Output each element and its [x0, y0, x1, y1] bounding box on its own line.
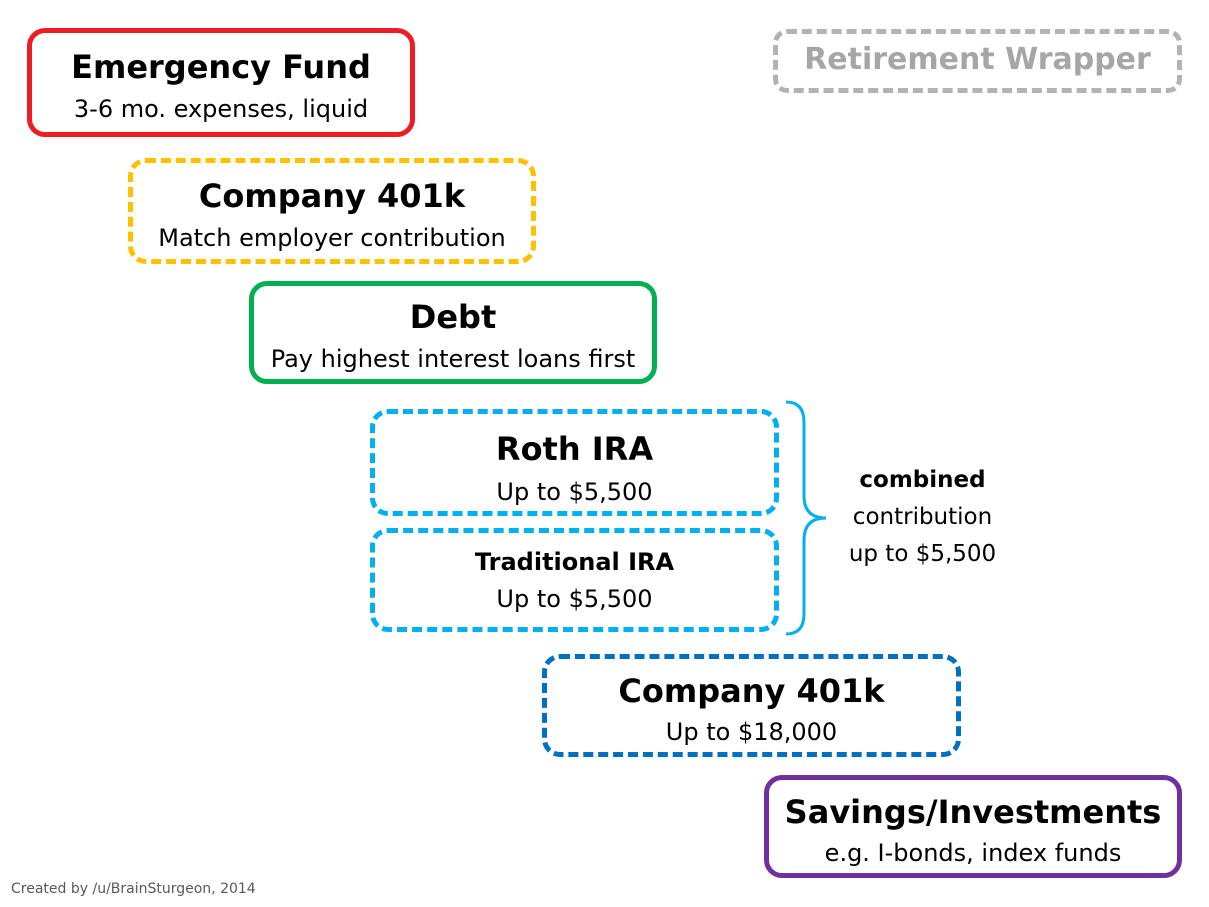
contribution-label: contribution — [852, 504, 993, 530]
step-title: Traditional IRA — [474, 548, 675, 576]
step-subtitle: Up to $5,500 — [496, 585, 653, 613]
step-subtitle: e.g. I-bonds, index funds — [824, 839, 1122, 867]
step-subtitle: Match employer contribution — [158, 224, 506, 252]
step-traditional-ira: Traditional IRA Up to $5,500 — [370, 528, 779, 632]
brace-path — [785, 400, 827, 636]
step-title: Emergency Fund — [71, 48, 371, 86]
step-title: Savings/Investments — [784, 793, 1162, 831]
step-subtitle: 3-6 mo. expenses, liquid — [73, 95, 369, 123]
step-savings-investments: Savings/Investments e.g. I-bonds, index … — [764, 775, 1182, 878]
step-subtitle: Up to $18,000 — [665, 718, 838, 746]
step-title: Company 401k — [618, 672, 885, 710]
step-roth-ira: Roth IRA Up to $5,500 — [370, 409, 779, 516]
ira-brace — [785, 400, 827, 636]
step-title: Company 401k — [198, 177, 466, 215]
step-subtitle: Pay highest interest loans first — [270, 345, 636, 373]
contribution-limit: up to $5,500 — [848, 541, 997, 567]
legend-label: Retirement Wrapper — [804, 42, 1151, 77]
step-emergency-fund: Emergency Fund 3-6 mo. expenses, liquid — [27, 28, 415, 137]
step-debt: Debt Pay highest interest loans first — [249, 281, 657, 384]
credit-text: Created by /u/BrainSturgeon, 2014 — [11, 881, 256, 897]
step-title: Roth IRA — [495, 430, 654, 468]
step-company-401k-max: Company 401k Up to $18,000 — [542, 654, 961, 757]
combined-label: combined — [859, 467, 986, 493]
step-company-401k-match: Company 401k Match employer contribution — [128, 158, 536, 264]
combined-contribution-note: combined contribution up to $5,500 — [830, 462, 1015, 573]
retirement-wrapper-legend: Retirement Wrapper — [773, 29, 1182, 93]
step-subtitle: Up to $5,500 — [496, 478, 653, 506]
step-title: Debt — [409, 298, 497, 336]
